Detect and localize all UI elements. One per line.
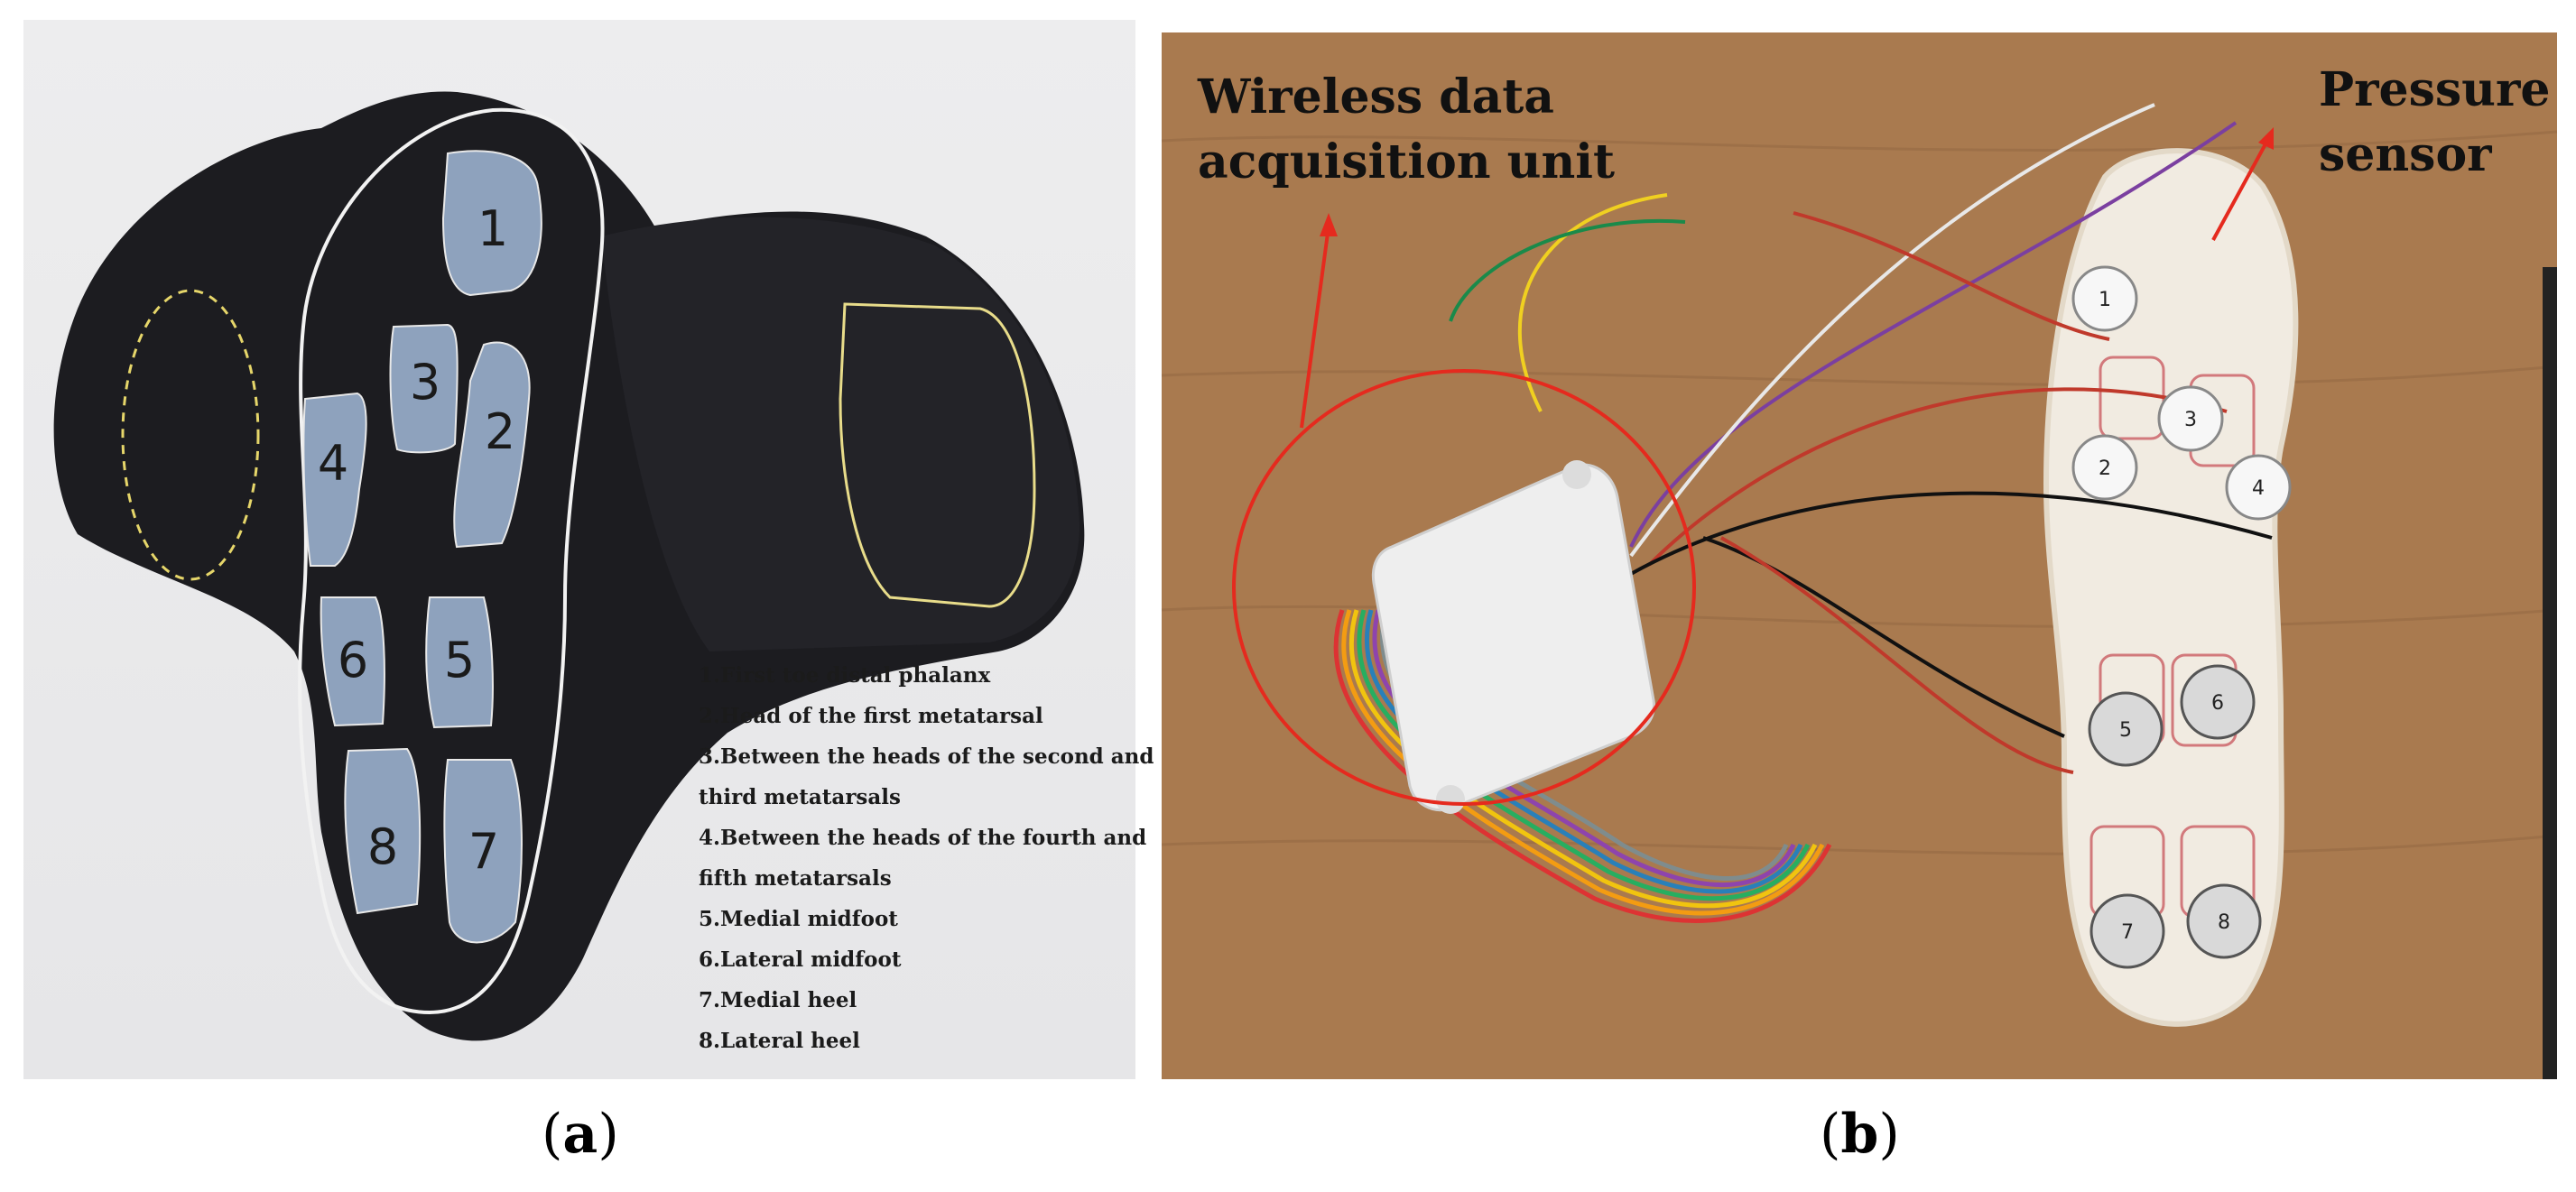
zone-label-2: 2 — [485, 403, 515, 460]
sensor-2 — [2071, 434, 2138, 501]
right-yellow-outline — [839, 302, 1036, 608]
sensor-3 — [2157, 385, 2224, 452]
annotation-pressure-sensor: Pressure sensor — [2319, 58, 2550, 188]
sensor-7 — [2090, 893, 2165, 969]
arrow-to-box-head — [1320, 213, 1338, 236]
annotation-line: sensor — [2319, 127, 2492, 182]
zone-7 — [443, 759, 523, 944]
sensor-label-7: 7 — [2121, 921, 2134, 944]
panel-a-insole-photo: 1 2 3 4 5 6 7 8 1.First toe distal phala… — [23, 20, 1154, 1079]
insole-outline — [2043, 148, 2299, 1027]
legend-line: 3.Between the heads of the second and — [699, 744, 1154, 769]
legend-line: third metatarsals — [699, 785, 901, 809]
sensor-pads — [2071, 265, 2292, 969]
caption-b: (b) — [1820, 1103, 1900, 1166]
sensor-1 — [2071, 265, 2138, 332]
caption-paren: ( — [542, 1103, 563, 1166]
zone-label-5: 5 — [444, 632, 475, 688]
annotation-line: Pressure — [2319, 62, 2551, 117]
caption-letter: a — [562, 1103, 598, 1166]
annotation-line: acquisition unit — [1198, 134, 1616, 189]
zone-legend: 1.First toe distal phalanx 2.Head of the… — [699, 655, 1154, 1061]
legend-line: 7.Medial heel — [699, 988, 857, 1012]
legend-line: fifth metatarsals — [699, 866, 892, 891]
sensor-label-1: 1 — [2099, 289, 2111, 311]
zone-3 — [389, 323, 459, 454]
panel-b-hardware-photo: 1 2 3 4 5 6 7 8 Wireless data acquisitio… — [1161, 32, 2558, 1079]
arrow-to-box — [1300, 226, 1330, 429]
sensor-label-4: 4 — [2252, 477, 2265, 500]
caption-a: (a) — [542, 1103, 619, 1166]
legend-line: 2.Head of the first metatarsal — [699, 704, 1043, 728]
insole-illustration: 1 2 3 4 5 6 7 8 — [53, 91, 1085, 1041]
legend-line: 5.Medial midfoot — [699, 907, 898, 931]
sensor-8 — [2186, 883, 2262, 959]
legend-line: 8.Lateral heel — [699, 1029, 860, 1053]
wood-grain — [1161, 130, 2558, 855]
sensor-label-8: 8 — [2218, 911, 2230, 934]
sensor-label-5: 5 — [2119, 719, 2132, 742]
annotation-acquisition-unit: Wireless data acquisition unit — [1198, 65, 1615, 195]
zone-label-6: 6 — [338, 632, 368, 688]
legend-line: 6.Lateral midfoot — [699, 947, 902, 972]
table-edge — [2543, 267, 2557, 1079]
zone-label-7: 7 — [468, 823, 499, 880]
arrow-to-sensor — [2211, 140, 2269, 241]
caption-paren: ) — [598, 1103, 619, 1166]
arrow-to-sensor-head — [2258, 127, 2274, 150]
sensor-label-6: 6 — [2211, 692, 2224, 715]
sensor-label-3: 3 — [2184, 409, 2197, 431]
zone-label-3: 3 — [410, 354, 440, 411]
zone-1 — [441, 150, 542, 297]
zone-5 — [425, 596, 494, 729]
zone-6 — [320, 596, 385, 727]
sensor-5 — [2088, 691, 2164, 767]
caption-paren: ( — [1820, 1103, 1841, 1166]
zone-4 — [302, 392, 367, 567]
zone-2 — [453, 341, 531, 549]
box-highlight-circle — [1232, 369, 1696, 806]
wire-bundle — [1449, 103, 2273, 774]
zone-label-1: 1 — [477, 200, 508, 257]
left-dashed-oval — [121, 289, 260, 581]
sensor-label-2: 2 — [2099, 457, 2111, 480]
sensor-6 — [2180, 664, 2256, 740]
sole-outline — [298, 107, 605, 1015]
caption-paren: ) — [1878, 1103, 1900, 1166]
hardware-illustration: 1 2 3 4 5 6 7 8 — [1161, 103, 2558, 1079]
zone-label-4: 4 — [318, 435, 348, 492]
zone-label-8: 8 — [367, 818, 398, 875]
annotation-line: Wireless data — [1198, 69, 1554, 125]
legend-line: 1.First toe distal phalanx — [699, 663, 991, 688]
sensor-4 — [2225, 454, 2292, 521]
caption-letter: b — [1840, 1103, 1879, 1166]
legend-line: 4.Between the heads of the fourth and — [699, 826, 1147, 850]
zone-8 — [344, 747, 422, 915]
acquisition-box — [1371, 460, 1655, 814]
